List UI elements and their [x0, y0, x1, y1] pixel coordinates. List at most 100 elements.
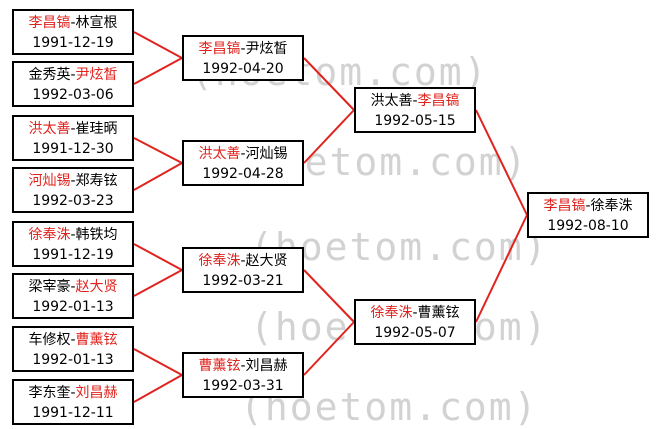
player-name: 刘昌赫 [75, 385, 118, 401]
player-name: 曹薰铉 [75, 332, 118, 348]
player-name: 金秀英 [28, 67, 71, 83]
player-name: 徐奉洙 [590, 198, 633, 214]
match-players: 李昌镐-徐奉洙 [529, 196, 647, 216]
match-date: 1992-03-23 [32, 193, 114, 209]
player-name: 洪太善 [198, 146, 241, 162]
player-name: 河灿锡 [245, 146, 288, 162]
match-players: 徐奉洙-韩铁均 [14, 225, 132, 245]
match-date: 1992-05-07 [374, 325, 456, 341]
separator: - [70, 332, 76, 348]
separator: - [70, 121, 76, 137]
match-date: 1992-08-10 [547, 218, 629, 234]
match-players: 车修权-曹薰铉 [14, 330, 132, 350]
match-players: 李昌镐-尹炫皙 [184, 39, 302, 59]
match-date: 1992-03-31 [202, 378, 284, 394]
match-players: 洪太善-河灿锡 [184, 144, 302, 164]
match-players: 梁宰豪-赵大贤 [14, 277, 132, 297]
player-name: 尹炫皙 [245, 41, 288, 57]
player-name: 梁宰豪 [28, 279, 71, 295]
match-date: 1991-12-30 [32, 141, 114, 157]
player-name: 韩铁均 [75, 227, 118, 243]
match-players: 李东奎-刘昌赫 [14, 383, 132, 403]
bracket-connector [475, 109, 528, 216]
separator: - [70, 173, 76, 189]
match-box-r2-2: 洪太善-河灿锡 1992-04-28 [182, 140, 304, 186]
bracket-connector [303, 269, 355, 323]
player-name: 河灿锡 [28, 173, 71, 189]
match-box-r1-5: 徐奉洙-韩铁均 1991-12-19 [12, 221, 134, 267]
match-box-r1-1: 李昌镐-林宣根 1991-12-19 [12, 9, 134, 55]
separator: - [585, 198, 591, 214]
separator: - [240, 358, 246, 374]
bracket-connector [133, 137, 183, 164]
player-name: 曹薰铉 [198, 358, 241, 374]
bracket-connector [475, 214, 528, 323]
separator: - [70, 279, 76, 295]
match-date: 1992-01-13 [32, 352, 114, 368]
match-date: 1991-12-19 [32, 35, 114, 51]
player-name: 尹炫皙 [75, 67, 118, 83]
bracket-connector [303, 109, 355, 164]
player-name: 赵大贤 [75, 279, 118, 295]
player-name: 李东奎 [28, 385, 71, 401]
player-name: 李昌镐 [417, 93, 460, 109]
player-name: 崔珪昞 [75, 121, 118, 137]
player-name: 车修权 [28, 332, 71, 348]
match-box-r2-1: 李昌镐-尹炫皙 1992-04-20 [182, 35, 304, 81]
match-box-r1-3: 洪太善-崔珪昞 1991-12-30 [12, 115, 134, 161]
match-date: 1991-12-19 [32, 247, 114, 263]
match-box-r2-4: 曹薰铉-刘昌赫 1992-03-31 [182, 352, 304, 398]
player-name: 徐奉洙 [28, 227, 71, 243]
match-box-r3-2: 徐奉洙-曹薰铉 1992-05-07 [354, 299, 476, 345]
match-date: 1992-03-06 [32, 87, 114, 103]
bracket-connector [133, 269, 183, 297]
match-players: 洪太善-崔珪昞 [14, 119, 132, 139]
match-players: 徐奉洙-赵大贤 [184, 251, 302, 271]
player-name: 洪太善 [370, 93, 413, 109]
match-players: 洪太善-李昌镐 [356, 91, 474, 111]
match-box-r1-4: 河灿锡-郑寿铉 1992-03-23 [12, 167, 134, 213]
match-box-r1-7: 车修权-曹薰铉 1992-01-13 [12, 326, 134, 372]
match-date: 1992-01-13 [32, 299, 114, 315]
separator: - [70, 15, 76, 31]
separator: - [412, 305, 418, 321]
bracket-connector [303, 57, 355, 111]
player-name: 洪太善 [28, 121, 71, 137]
player-name: 林宣根 [75, 15, 118, 31]
bracket-connector [303, 321, 355, 376]
match-box-r1-6: 梁宰豪-赵大贤 1992-01-13 [12, 273, 134, 319]
separator: - [240, 253, 246, 269]
match-date: 1992-04-20 [202, 61, 284, 77]
separator: - [240, 41, 246, 57]
player-name: 曹薰铉 [417, 305, 460, 321]
bracket-connector [133, 31, 183, 59]
match-players: 河灿锡-郑寿铉 [14, 171, 132, 191]
player-name: 徐奉洙 [198, 253, 241, 269]
match-players: 金秀英-尹炫皙 [14, 65, 132, 85]
match-box-r1-8: 李东奎-刘昌赫 1991-12-11 [12, 379, 134, 425]
match-players: 李昌镐-林宣根 [14, 13, 132, 33]
bracket-connector [133, 348, 183, 376]
bracket-connector [133, 162, 183, 191]
player-name: 徐奉洙 [370, 305, 413, 321]
match-box-r4-1: 李昌镐-徐奉洙 1992-08-10 [527, 192, 649, 238]
separator: - [70, 385, 76, 401]
bracket-connector [133, 57, 183, 85]
separator: - [412, 93, 418, 109]
player-name: 李昌镐 [28, 15, 71, 31]
bracket-connector [133, 243, 183, 271]
match-box-r1-2: 金秀英-尹炫皙 1992-03-06 [12, 61, 134, 107]
match-date: 1992-04-28 [202, 166, 284, 182]
match-players: 曹薰铉-刘昌赫 [184, 356, 302, 376]
player-name: 李昌镐 [198, 41, 241, 57]
match-date: 1991-12-11 [32, 405, 114, 421]
match-players: 徐奉洙-曹薰铉 [356, 303, 474, 323]
separator: - [70, 227, 76, 243]
player-name: 刘昌赫 [245, 358, 288, 374]
player-name: 郑寿铉 [75, 173, 118, 189]
player-name: 赵大贤 [245, 253, 288, 269]
